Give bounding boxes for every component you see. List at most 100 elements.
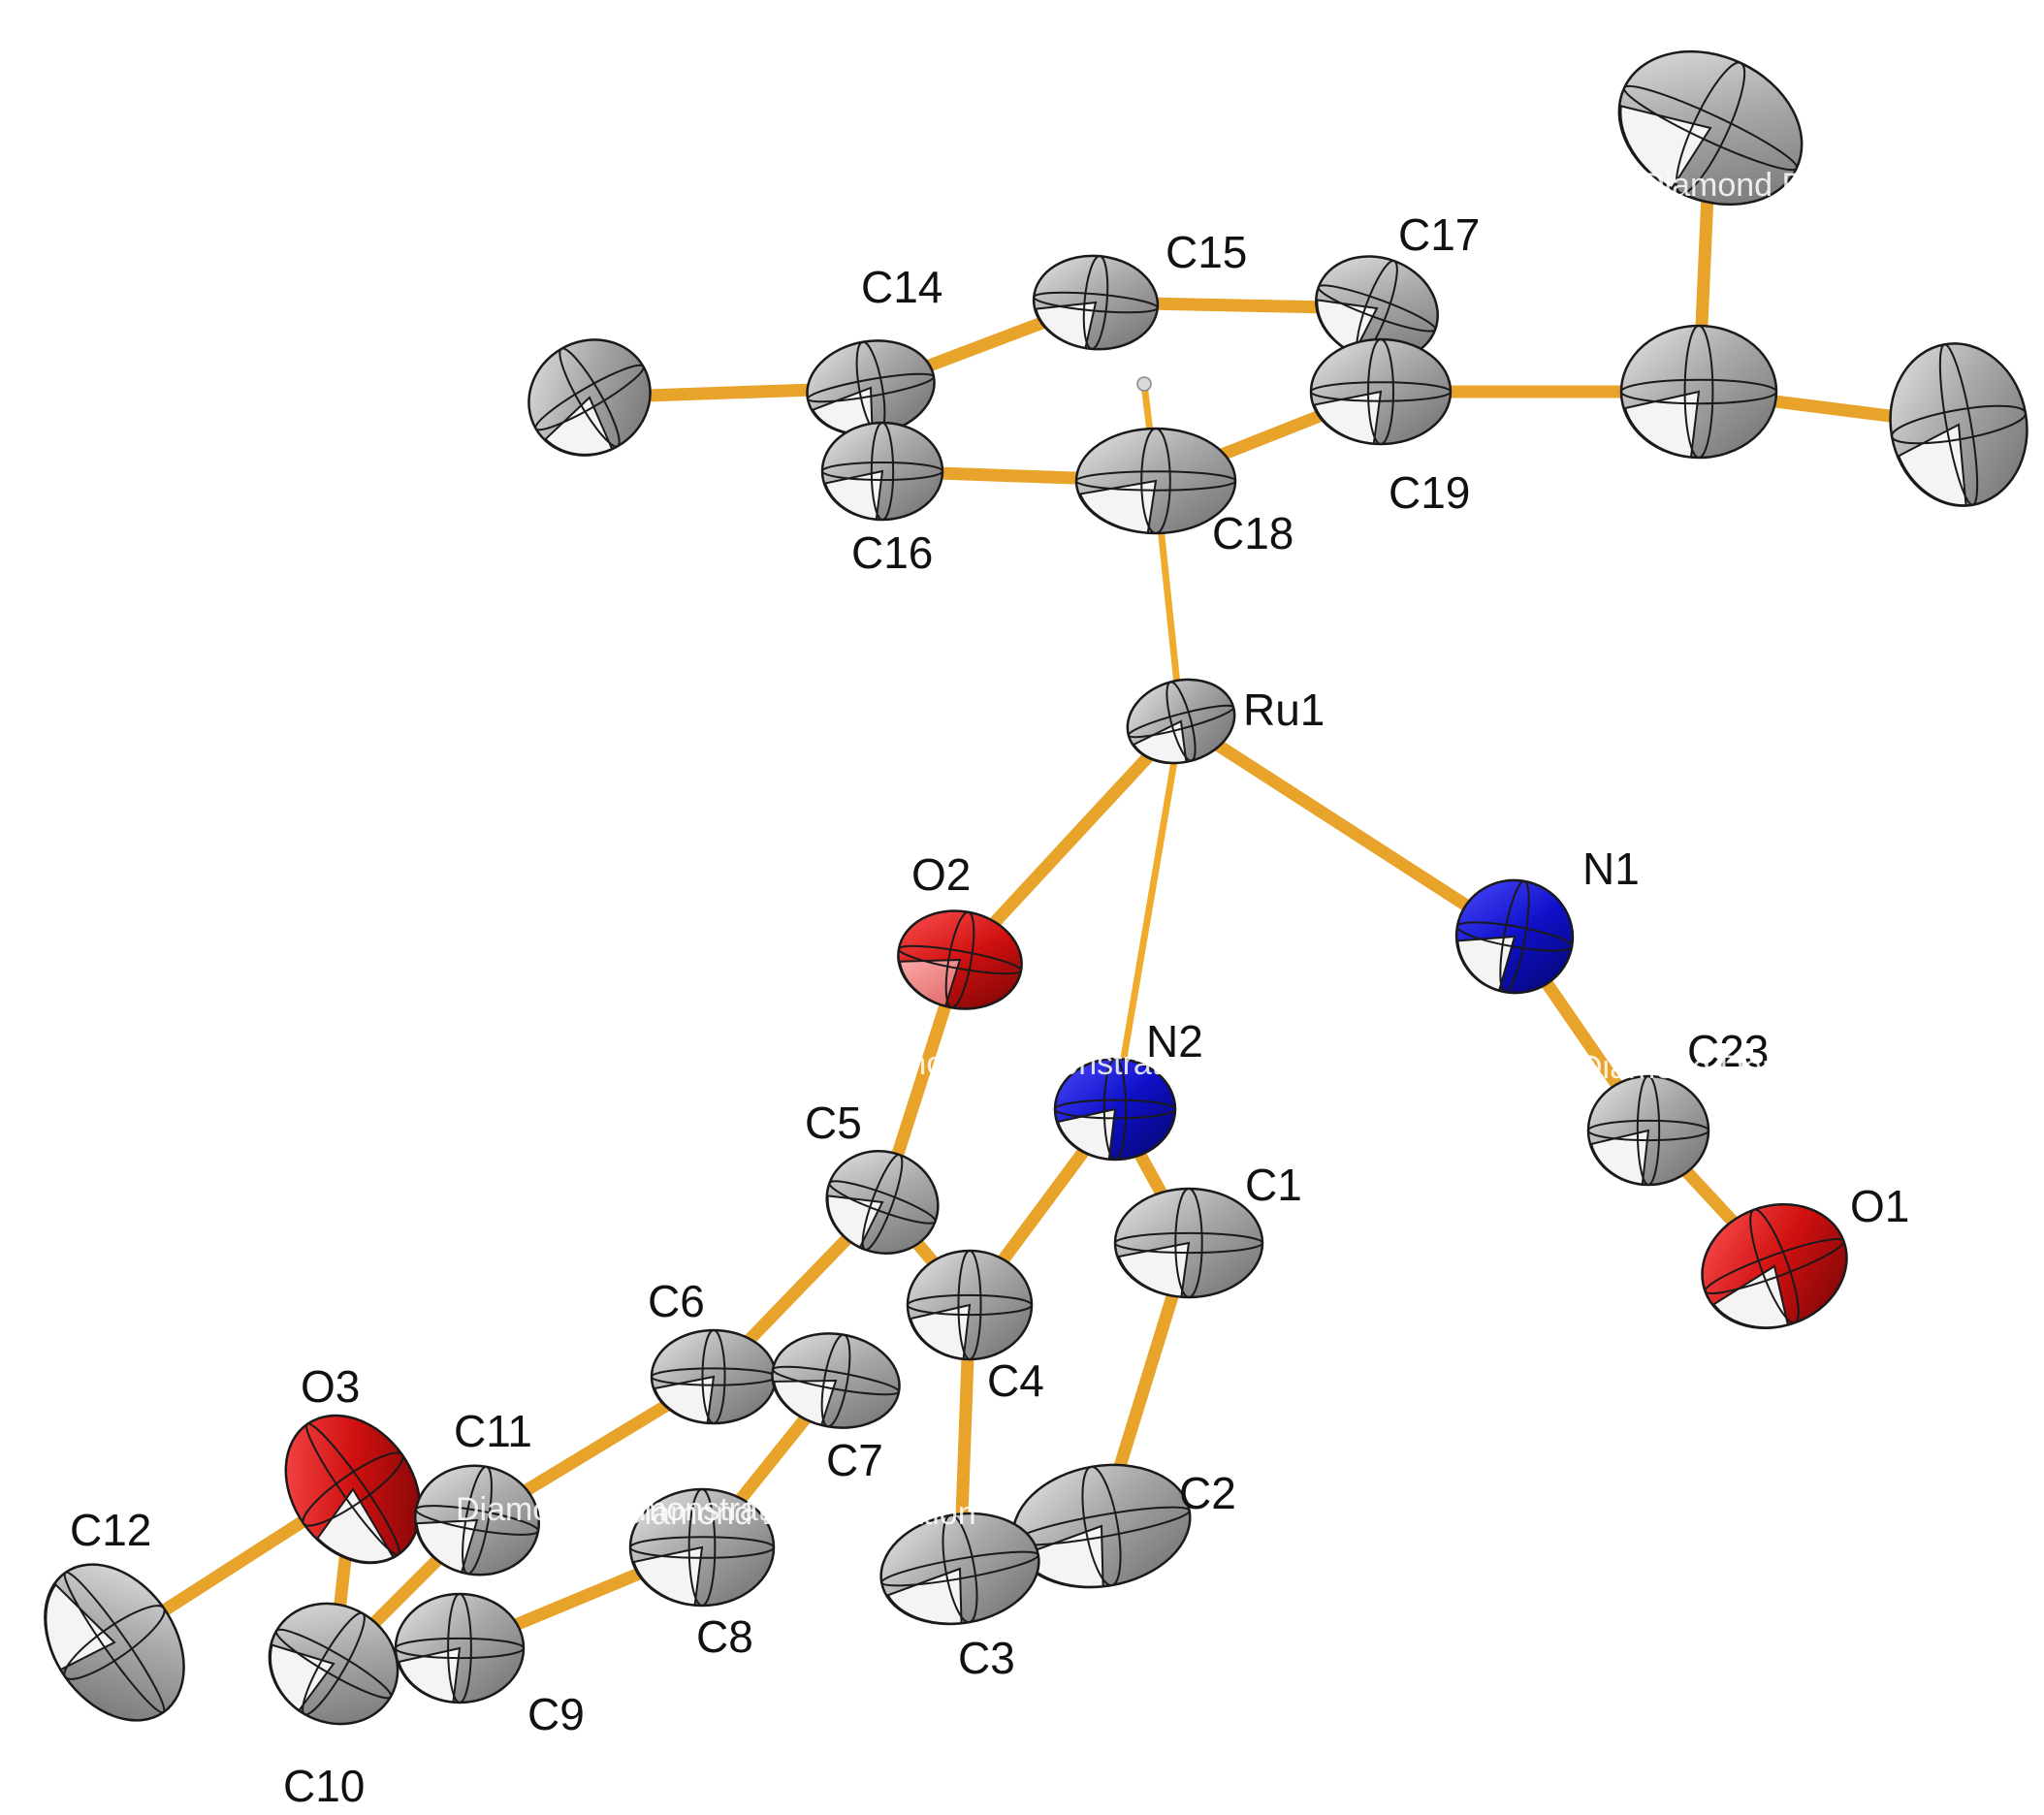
- ellipsoid-octant: [1623, 390, 1701, 459]
- ellipsoid-principal-line: [629, 1536, 775, 1559]
- ellipsoid-octant: [772, 1379, 838, 1426]
- ellipsoid-principal-line: [1174, 1188, 1203, 1298]
- ellipsoid-octant: [632, 1545, 704, 1607]
- atom-label-n1: N1: [1582, 844, 1640, 894]
- ellipsoid-octant: [1619, 105, 1712, 190]
- watermark-text: Diamond Demonstration: [849, 1045, 1205, 1082]
- atom-c12: [44, 1563, 185, 1722]
- ellipsoid-principal-line: [820, 1333, 851, 1428]
- atom-ciprt: [1617, 49, 1804, 207]
- atom-c1: [1113, 1187, 1264, 1299]
- ellipsoid-principal-line: [414, 1505, 540, 1536]
- ellipsoid-octant: [909, 1303, 972, 1360]
- ellipsoid-principal-line: [701, 1329, 726, 1424]
- watermark-text: Diamond Demonstration: [621, 1495, 976, 1532]
- ellipsoid-principal-line: [1704, 1237, 1845, 1295]
- atom-label-ru1: Ru1: [1243, 685, 1325, 735]
- ellipsoid-principal-line: [821, 462, 943, 481]
- ellipsoid-principal-line: [1081, 1465, 1122, 1587]
- atom-h18: [1136, 376, 1152, 392]
- ellipsoid-principal-line: [1054, 1099, 1176, 1120]
- ellipsoid-principal-line: [1082, 255, 1109, 350]
- ellipsoid-octant: [398, 1646, 462, 1704]
- atom-c7: [771, 1332, 901, 1429]
- watermark-layer: Diamond Demonstration Diamond Demonstrat…: [456, 167, 1996, 1532]
- atom-c11: [413, 1464, 541, 1576]
- label-layer: Ru1 N1 N2 O1 O2 O3 C1 C2 C3 C4 C5 C6 C7 …: [70, 209, 1909, 1811]
- atom-label-c8: C8: [696, 1611, 753, 1662]
- ellipsoid-principal-line: [1140, 428, 1171, 534]
- atom-c10: [268, 1602, 399, 1726]
- ellipsoid-principal-line: [1620, 378, 1777, 405]
- atom-c16: [820, 421, 944, 522]
- ellipsoid-octant: [1313, 390, 1383, 445]
- ellipsoid-principal-line: [1367, 338, 1394, 445]
- atom-c4: [906, 1249, 1034, 1361]
- atom-o3: [284, 1414, 422, 1565]
- ellipsoid-octant: [316, 1487, 395, 1564]
- atom-ciprr: [1889, 342, 2028, 507]
- atom-label-c10: C10: [283, 1761, 365, 1811]
- ellipsoid-principal-line: [687, 1488, 717, 1607]
- atom-c6: [650, 1328, 778, 1425]
- ellipsoid-principal-line: [1749, 1208, 1800, 1324]
- atom-label-c9: C9: [527, 1689, 585, 1739]
- watermark-text: Diamond Demonstration: [456, 1491, 812, 1528]
- ellipsoid-principal-line: [447, 1593, 472, 1704]
- ellipsoid-octant: [1078, 479, 1158, 534]
- atom-label-o1: O1: [1850, 1181, 1909, 1231]
- ellipsoid-principal-line: [1675, 61, 1746, 195]
- ellipsoid-principal-line: [1683, 325, 1714, 459]
- bond-ru1-n1: [1174, 715, 1521, 943]
- ellipsoid-principal-line: [302, 1611, 366, 1716]
- atom-label-c2: C2: [1179, 1468, 1236, 1518]
- ellipsoid-octant: [1035, 301, 1098, 349]
- ellipsoid-principal-line: [957, 1250, 982, 1360]
- ellipsoid-principal-line: [828, 1180, 937, 1225]
- ellipsoid-octant: [823, 469, 884, 521]
- atom-label-o2: O2: [911, 849, 971, 900]
- ellipsoid-principal-line: [1938, 343, 1979, 506]
- bond-ru1-o2: [953, 715, 1188, 967]
- ellipsoid-principal-line: [907, 1293, 1033, 1317]
- bond-ru1-n2: [1111, 717, 1185, 1113]
- atom-label-n2: N2: [1146, 1016, 1203, 1067]
- atom-label-c5: C5: [805, 1098, 862, 1148]
- ellipsoid-octant: [898, 958, 962, 1007]
- ellipsoid-octant: [1589, 1129, 1650, 1186]
- atom-label-c18: C18: [1212, 508, 1293, 558]
- ellipsoid-principal-line: [870, 422, 895, 521]
- ellipsoid-principal-line: [274, 1628, 393, 1700]
- atom-label-c4: C4: [987, 1355, 1044, 1406]
- ellipsoid-octant: [45, 1582, 116, 1672]
- ellipsoid-octant: [544, 396, 614, 456]
- ellipsoid-principal-line: [1455, 921, 1574, 952]
- atom-label-c11: C11: [454, 1406, 532, 1456]
- ellipsoid-principal-line: [1127, 704, 1235, 739]
- atom-label-c7: C7: [826, 1435, 883, 1485]
- ellipsoid-principal-line: [302, 1451, 404, 1527]
- atom-label-c23: C23: [1687, 1026, 1769, 1076]
- ellipsoid-octant: [653, 1375, 716, 1424]
- atom-c18: [1074, 427, 1237, 535]
- atom-n2: [1053, 1057, 1177, 1162]
- ellipsoid-principal-line: [1166, 681, 1197, 762]
- atom-c23: [1586, 1074, 1710, 1187]
- atom-label-c12: C12: [70, 1505, 151, 1555]
- atom-c19: [1309, 337, 1453, 446]
- atom-label-o3: O3: [301, 1361, 360, 1412]
- atom-c3: [879, 1512, 1040, 1626]
- atom-c8: [628, 1487, 776, 1608]
- ellipsoid-principal-line: [944, 910, 975, 1009]
- ellipsoid-principal-line: [880, 1550, 1039, 1587]
- atom-label-c17: C17: [1398, 209, 1480, 260]
- atom-label-c6: C6: [648, 1276, 705, 1326]
- atom-c17: [1315, 255, 1439, 362]
- atom-label-c19: C19: [1389, 467, 1470, 518]
- ellipsoid-principal-line: [63, 1571, 166, 1714]
- atom-cme: [527, 338, 652, 457]
- ellipsoid-principal-line: [559, 347, 621, 448]
- ellipsoid-principal-line: [806, 372, 936, 403]
- ellipsoid-octant: [270, 1643, 335, 1712]
- ellipsoid-principal-line: [1499, 879, 1530, 994]
